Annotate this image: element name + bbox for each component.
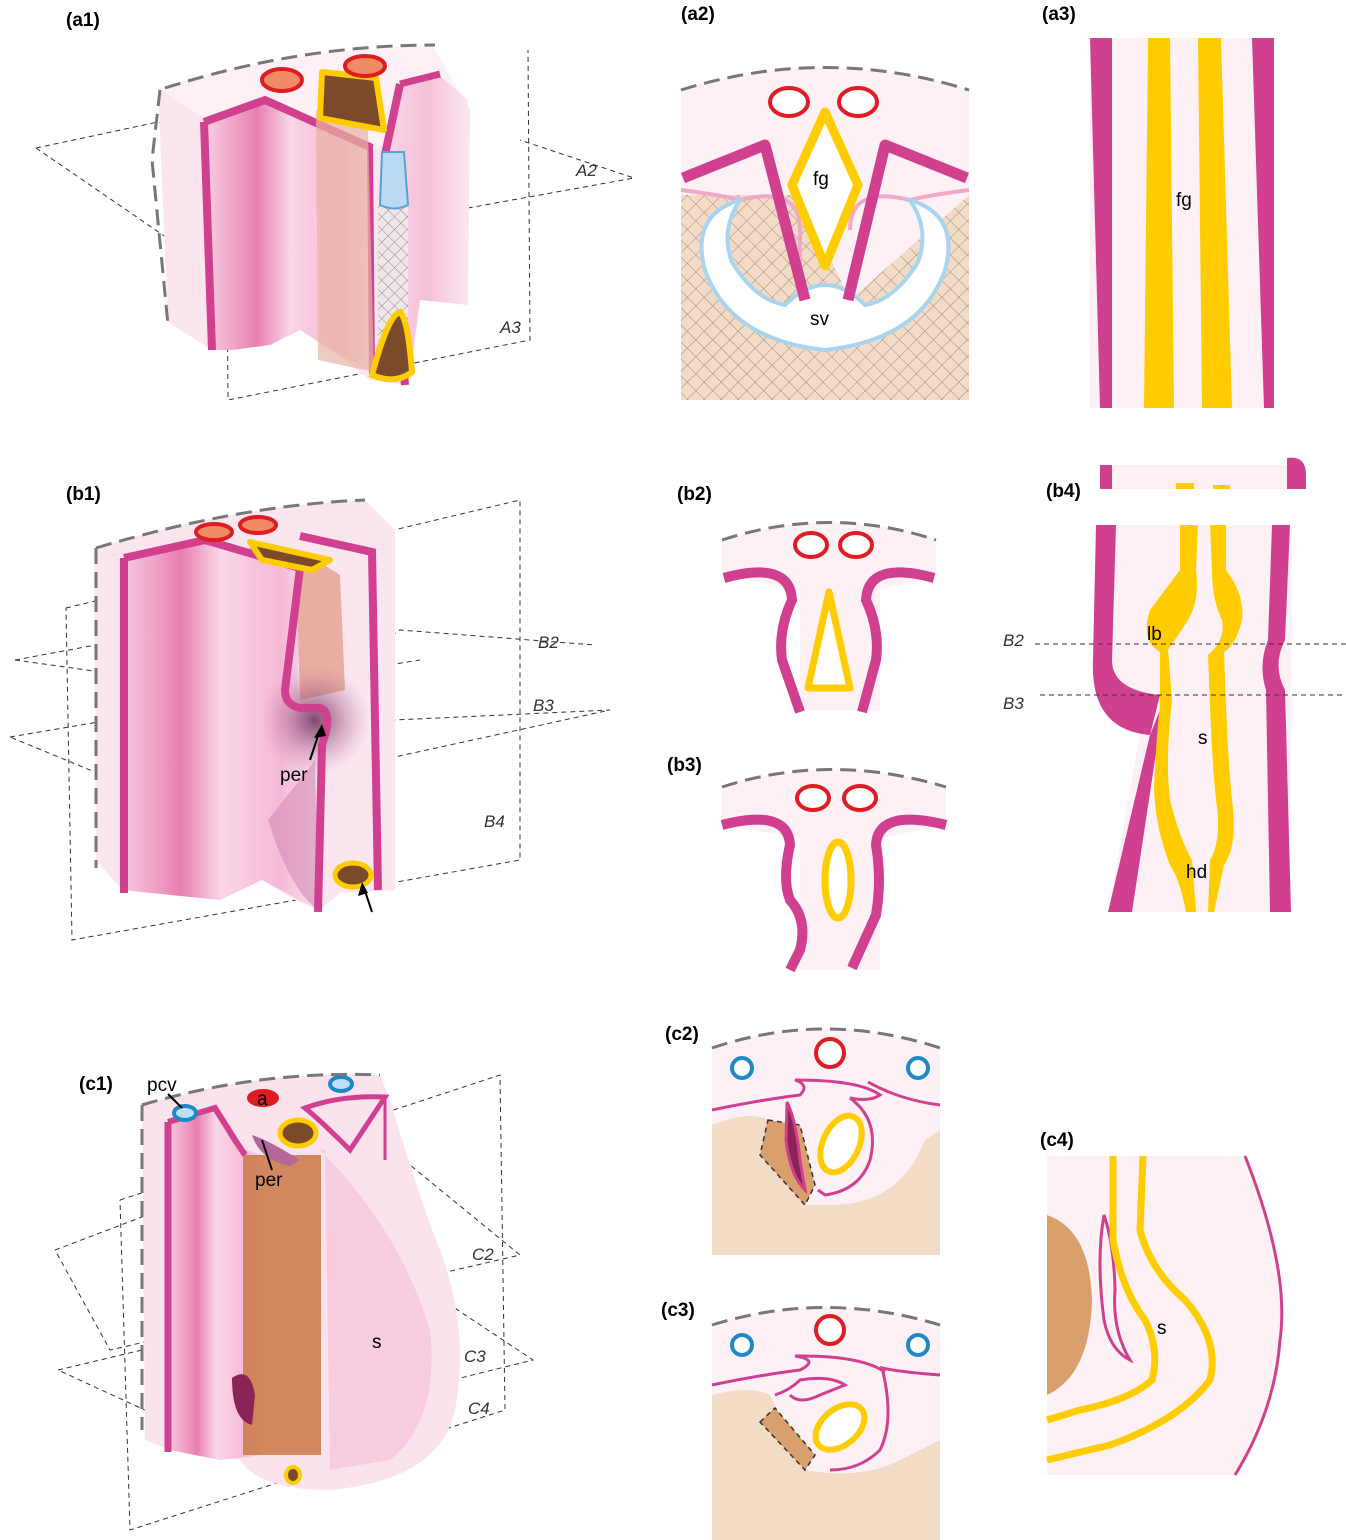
diagram-c4: s xyxy=(1047,1156,1282,1475)
diagram-a3: fg xyxy=(1090,38,1274,408)
diagram-c1: pcv a per s C2 C3 C4 xyxy=(55,1074,533,1530)
b1-pericardial-shade xyxy=(260,665,370,775)
a3-label-fg: fg xyxy=(1176,190,1192,211)
panel-label-a2: (a2) xyxy=(681,4,715,25)
b4-top-gut-right xyxy=(1213,485,1230,489)
panel-label-a3: (a3) xyxy=(1042,4,1076,25)
c3-pcv-right xyxy=(908,1335,928,1355)
c1-foregut xyxy=(280,1120,316,1146)
c1-label-per: per xyxy=(255,1170,283,1191)
b4-plane-b2: B2 xyxy=(1003,631,1024,650)
plane-label-a2: A2 xyxy=(575,161,597,180)
a2-aorta-right xyxy=(839,88,877,116)
gut-tube-shade xyxy=(316,110,374,372)
panel-label-b1: (b1) xyxy=(66,484,101,505)
diagram-b1: per B2 B3 B4 xyxy=(10,500,610,940)
b1-hepatic-duct xyxy=(335,863,371,887)
panel-label-c2: (c2) xyxy=(665,1024,699,1045)
b3-aorta-right xyxy=(844,786,876,810)
c2-pcv-left xyxy=(732,1058,752,1078)
b1-label-per: per xyxy=(280,765,308,786)
c1-pcv-left xyxy=(174,1106,196,1120)
diagram-a2: fg sv xyxy=(681,68,969,401)
b4-label-s: s xyxy=(1198,728,1208,749)
plane-label-b3: B3 xyxy=(533,696,554,715)
diagram-b3 xyxy=(722,770,946,971)
blue-vessel xyxy=(380,152,408,209)
diagram-b2 xyxy=(722,523,936,713)
b2-aorta-left xyxy=(795,533,827,557)
c1-label-a: a xyxy=(257,1089,268,1110)
c3-aorta xyxy=(816,1316,844,1344)
b4-plane-b3: B3 xyxy=(1003,694,1024,713)
a2-label-sv: sv xyxy=(810,309,830,330)
b3-foregut xyxy=(825,842,851,918)
panel-label-b3: (b3) xyxy=(667,755,702,776)
panel-label-b2: (b2) xyxy=(677,484,712,505)
aorta-left xyxy=(262,69,302,91)
c1-septum-transversum xyxy=(243,1155,321,1455)
panel-label-c3: (c3) xyxy=(661,1300,695,1321)
plane-label-a3: A3 xyxy=(499,318,521,337)
diagram-c3 xyxy=(712,1308,940,1540)
a2-label-fg: fg xyxy=(813,169,829,190)
diagram-a1: A2 A3 xyxy=(36,45,634,400)
plane-label-b4: B4 xyxy=(484,812,505,831)
b4-label-lb: lb xyxy=(1147,624,1162,645)
b2-wall-left xyxy=(724,572,800,712)
b4-label-hd: hd xyxy=(1186,862,1207,883)
plane-label-c2: C2 xyxy=(472,1245,494,1264)
b4-top-gut-left xyxy=(1176,483,1194,489)
c2-pcv-right xyxy=(908,1058,928,1078)
b4-top-wall-left xyxy=(1100,465,1112,489)
a3-gut-left xyxy=(1144,38,1174,408)
panel-label-a1: (a1) xyxy=(66,10,100,31)
c4-label-s: s xyxy=(1157,1318,1167,1339)
c2-aorta xyxy=(816,1039,844,1067)
a3-bg xyxy=(1090,38,1273,408)
diagram-b4: B2 B3 lb s hd xyxy=(1003,458,1346,912)
b3-aorta-left xyxy=(797,786,829,810)
plane-label-b2: B2 xyxy=(538,633,559,652)
c1-label-s: s xyxy=(372,1332,382,1353)
panel-label-b4: (b4) xyxy=(1046,481,1081,502)
c1-duct-bottom xyxy=(286,1467,300,1483)
plane-label-c3: C3 xyxy=(464,1347,486,1366)
aorta-right xyxy=(345,56,385,76)
a2-aorta-left xyxy=(770,88,808,116)
foregut-top xyxy=(320,72,384,130)
c1-pcv-right xyxy=(330,1077,352,1091)
c1-label-pcv: pcv xyxy=(147,1075,177,1096)
diagram-c2 xyxy=(712,1029,940,1255)
b3-wall-left xyxy=(722,820,802,970)
c3-pcv-left xyxy=(732,1335,752,1355)
panel-label-c1: (c1) xyxy=(79,1074,113,1095)
b4-top-strip xyxy=(1110,465,1306,489)
b4-top-wall-right xyxy=(1287,458,1306,489)
b1-aorta-right xyxy=(240,517,276,533)
b2-aorta-right xyxy=(840,533,872,557)
b1-aorta-left xyxy=(196,524,232,540)
plane-label-c4: C4 xyxy=(468,1399,490,1418)
panel-label-c4: (c4) xyxy=(1040,1130,1074,1151)
